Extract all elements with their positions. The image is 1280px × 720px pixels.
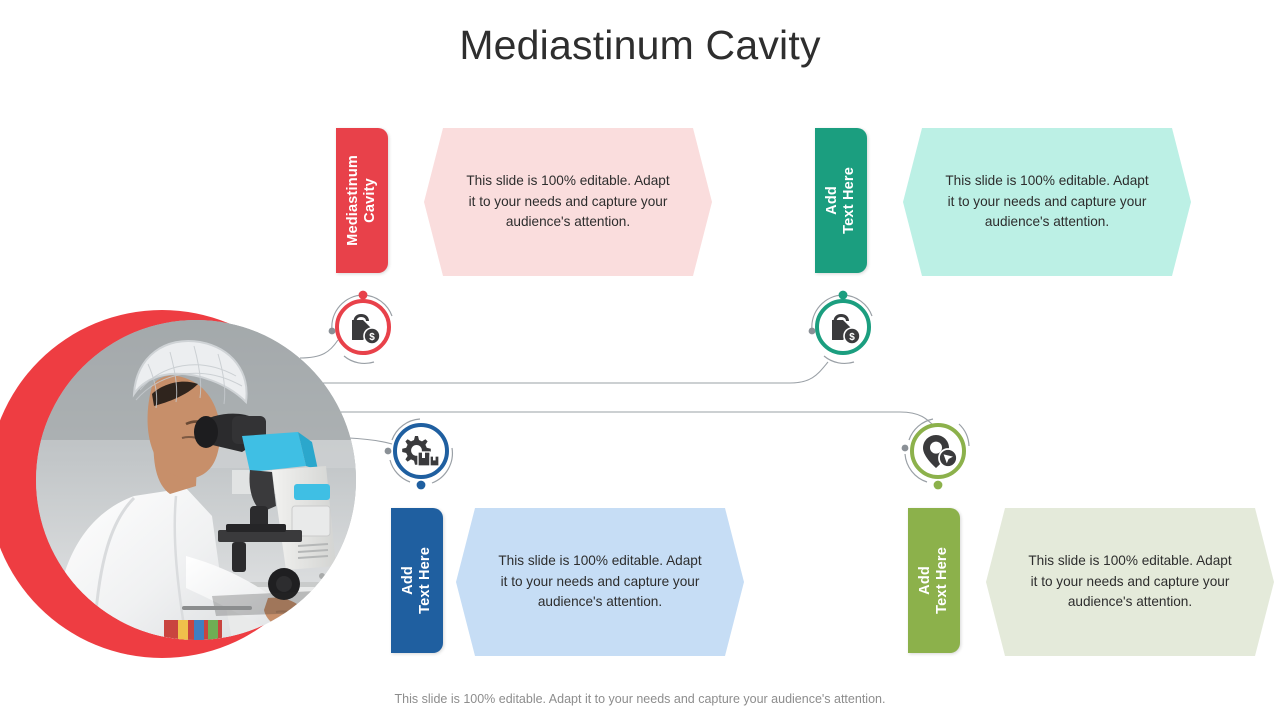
card-2-body-text: This slide is 100% editable. Adapt it to… (945, 173, 1149, 230)
card-1-body-text: This slide is 100% editable. Adapt it to… (466, 173, 670, 230)
card-4: Add Text Here This slide is 100% editabl… (908, 508, 1280, 656)
card-2-tab-label: Add Text Here (823, 167, 857, 234)
slide-footer-note: This slide is 100% editable. Adapt it to… (394, 692, 886, 706)
svg-text:$: $ (369, 332, 375, 343)
card-1-tab-label: Mediastinum Cavity (344, 155, 378, 246)
card-4-body-text: This slide is 100% editable. Adapt it to… (1028, 553, 1232, 610)
gear-boxes-icon-blue-badge[interactable] (380, 410, 462, 492)
card-1-hexagon[interactable]: This slide is 100% editable. Adapt it to… (424, 128, 712, 276)
card-3-tab[interactable]: Add Text Here (391, 508, 443, 653)
card-2: Add Text Here This slide is 100% editabl… (815, 128, 1191, 276)
card-4-hexagon[interactable]: This slide is 100% editable. Adapt it to… (986, 508, 1274, 656)
location-pin-cursor-icon-green-badge[interactable] (897, 410, 979, 492)
price-tag-dollar-icon-red-badge[interactable]: $ (322, 286, 404, 368)
photo-scientist-microscope (36, 320, 356, 640)
card-1-tab[interactable]: Mediastinum Cavity (336, 128, 388, 273)
svg-text:$: $ (849, 332, 855, 343)
card-2-tab[interactable]: Add Text Here (815, 128, 867, 273)
card-3-body-text: This slide is 100% editable. Adapt it to… (498, 553, 702, 610)
photo-circle-container (0, 310, 356, 658)
card-4-tab-label: Add Text Here (916, 547, 950, 614)
card-3-hexagon[interactable]: This slide is 100% editable. Adapt it to… (456, 508, 744, 656)
card-3: Add Text Here This slide is 100% editabl… (391, 508, 767, 656)
card-2-hexagon[interactable]: This slide is 100% editable. Adapt it to… (903, 128, 1191, 276)
card-3-tab-label: Add Text Here (399, 547, 433, 614)
page-title: Mediastinum Cavity (459, 22, 821, 68)
card-4-tab[interactable]: Add Text Here (908, 508, 960, 653)
price-tag-dollar-icon-teal-badge[interactable]: $ (802, 286, 884, 368)
card-1: Mediastinum Cavity This slide is 100% ed… (336, 128, 712, 276)
